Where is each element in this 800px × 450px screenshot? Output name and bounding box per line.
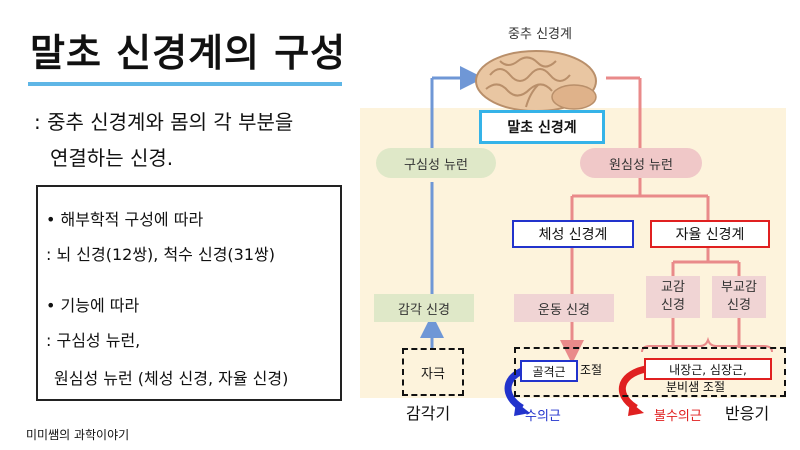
credit-text: 미미쌤의 과학이야기	[26, 428, 130, 442]
definition-line-1: : 중추 신경계와 몸의 각 부분을	[34, 110, 294, 134]
voluntary-muscle-label: 수의근	[525, 409, 561, 424]
parasympathetic-line-2: 신경	[727, 298, 751, 313]
involuntary-muscle-label: 불수의근	[654, 409, 702, 424]
skeletal-control-label: 조절	[580, 363, 603, 377]
info-item-anatomical: • 해부학적 구성에 따라	[46, 210, 204, 229]
effector-label: 반응기	[725, 404, 770, 423]
effector-box	[514, 347, 786, 397]
sensory-nerve-label: 감각 신경	[374, 294, 474, 322]
parasympathetic-nerve-label: 부교감 신경	[712, 276, 766, 318]
pns-box: 말초 신경계	[479, 110, 605, 144]
secretion-label: 분비샘 조절	[666, 380, 726, 394]
info-item-functional-detail-1: : 구심성 뉴런,	[46, 331, 141, 350]
afferent-path	[420, 66, 484, 348]
sympathetic-line-1: 교감	[661, 280, 685, 296]
afferent-neuron-label: 구심성 뉴런	[376, 148, 496, 178]
receptor-label: 감각기	[406, 404, 451, 423]
motor-nerve-label: 운동 신경	[514, 294, 614, 322]
sympathetic-line-2: 신경	[661, 298, 685, 313]
definition-line-2: 연결하는 신경.	[50, 146, 174, 170]
efferent-path	[560, 76, 741, 364]
effector-brace	[641, 336, 773, 353]
skeletal-muscle-box: 골격근	[520, 360, 578, 382]
info-item-anatomical-detail: : 뇌 신경(12쌍), 척수 신경(31쌍)	[46, 245, 275, 264]
somatic-nervous-system-box: 체성 신경계	[512, 220, 634, 248]
info-box	[36, 185, 342, 401]
info-item-functional-detail-2: 원심성 뉴런 (체성 신경, 자율 신경)	[54, 369, 289, 388]
brain-icon	[475, 50, 597, 112]
sympathetic-nerve-label: 교감 신경	[646, 276, 700, 318]
autonomic-nervous-system-box: 자율 신경계	[650, 220, 770, 248]
efferent-neuron-label: 원심성 뉴런	[580, 148, 702, 178]
page-title: 말초 신경계의 구성	[30, 31, 347, 75]
cns-label: 중추 신경계	[508, 27, 572, 42]
visceral-muscle-box: 내장근, 심장근,	[644, 358, 772, 380]
parasympathetic-line-1: 부교감	[721, 280, 757, 296]
stimulus-box: 자극	[402, 348, 464, 396]
info-item-functional: • 기능에 따라	[46, 296, 140, 315]
involuntary-arrow	[618, 364, 653, 416]
title-underline	[28, 82, 342, 86]
